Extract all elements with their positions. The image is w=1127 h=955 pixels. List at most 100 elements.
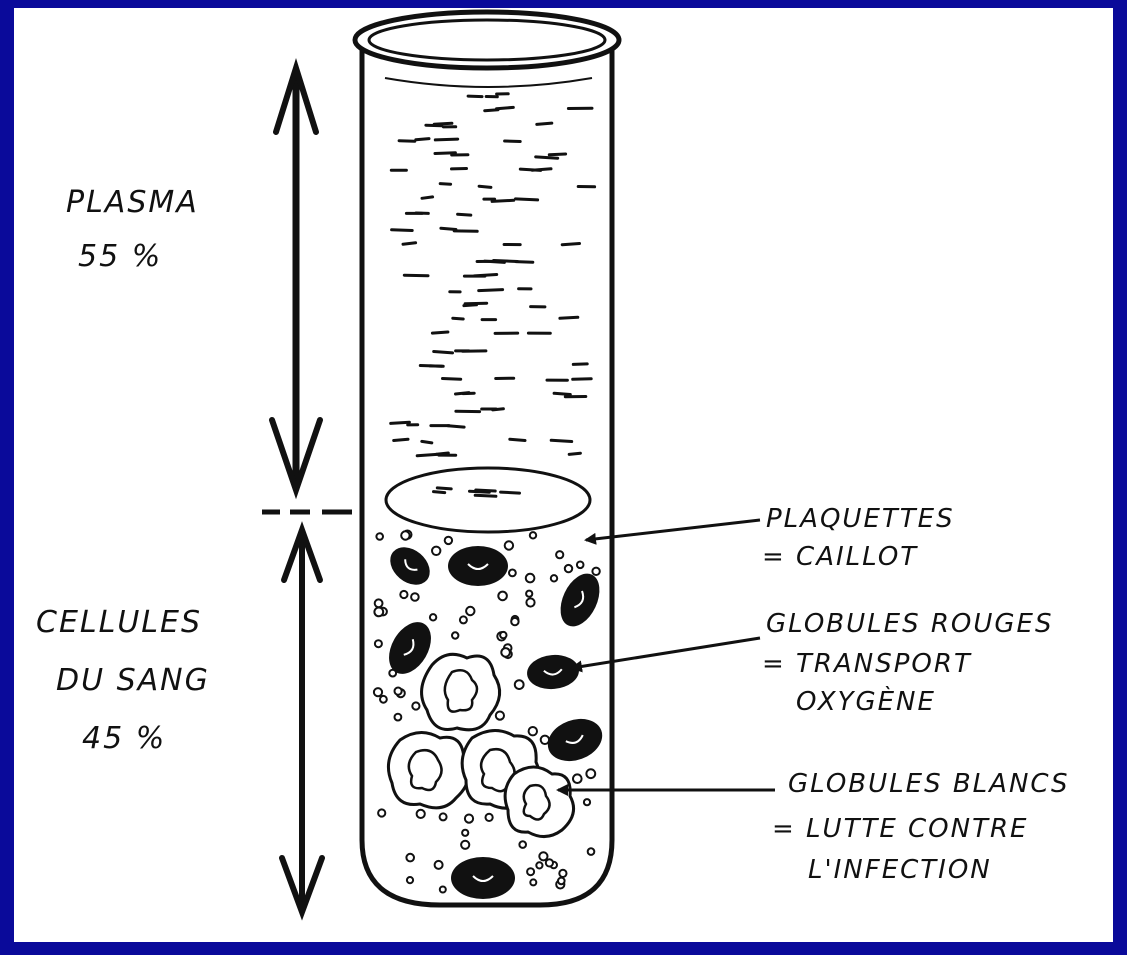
plasma-dash: [420, 366, 443, 367]
plasma-dash: [479, 186, 491, 187]
cells-label-line1: CELLULES: [36, 605, 202, 640]
plasma-dash: [434, 352, 453, 353]
platelet: [461, 841, 469, 849]
plasma-range-arrow: [272, 68, 320, 490]
red-cells-role-line2: OXYGÈNE: [796, 685, 936, 717]
plasma-dash: [432, 332, 448, 333]
red-cell: [451, 857, 515, 899]
platelets-role: = CAILLOT: [762, 542, 918, 572]
platelet: [466, 607, 474, 615]
plasma-dash: [435, 153, 455, 154]
plasma-dash: [458, 214, 471, 215]
platelet: [592, 568, 599, 575]
red-cell: [553, 567, 607, 632]
platelet: [412, 702, 419, 709]
plasma-dash: [497, 107, 514, 108]
plasma-dash: [437, 488, 451, 489]
plasma-boundary: [385, 78, 592, 87]
platelet: [539, 852, 547, 860]
platelet: [374, 608, 383, 617]
plasma-dash: [416, 139, 429, 140]
platelet: [440, 887, 446, 893]
plasma-dash: [434, 492, 445, 493]
platelet: [378, 809, 385, 816]
plasma-dash: [422, 197, 433, 198]
platelet: [380, 696, 387, 703]
plasma-surface: [386, 468, 590, 532]
platelet: [565, 565, 572, 572]
platelet: [584, 799, 590, 805]
plasma-dash: [562, 244, 579, 245]
plasma-dash: [448, 426, 464, 427]
plasma-dash: [505, 141, 521, 142]
plasma-dash: [422, 441, 432, 443]
platelet: [556, 551, 563, 558]
platelet: [551, 575, 557, 581]
plasma-dash: [554, 393, 570, 394]
plasma-dash: [417, 454, 437, 455]
plasma-dash: [474, 275, 496, 276]
platelet: [527, 868, 534, 875]
platelet: [374, 688, 382, 696]
platelet: [559, 870, 566, 877]
cells-label-line2: DU SANG: [56, 663, 210, 698]
platelet: [430, 614, 436, 620]
red-cells-role-line1: = TRANSPORT: [762, 649, 972, 679]
red-cell: [526, 653, 581, 691]
platelet: [558, 878, 565, 885]
plasma-dash: [434, 123, 452, 124]
platelet: [395, 714, 402, 721]
platelet: [486, 814, 493, 821]
plasma-dash: [399, 141, 415, 142]
platelet: [406, 854, 414, 862]
platelet: [526, 598, 534, 606]
red-cell: [448, 546, 508, 586]
platelet: [417, 810, 425, 818]
platelet: [432, 547, 440, 555]
plasma-percent: 55 %: [78, 239, 162, 274]
plasma-dash: [573, 364, 587, 365]
plasma-dash: [391, 422, 410, 423]
platelet: [452, 632, 458, 638]
plasma-dash: [392, 230, 413, 231]
plasma-dash: [479, 290, 503, 291]
platelet: [588, 848, 595, 855]
blood-cells: [374, 531, 608, 900]
plasma-dash: [492, 200, 514, 201]
white-cells-role-line1: = LUTTE CONTRE: [772, 814, 1028, 844]
plasma-dash: [520, 169, 540, 170]
plasma-dash: [510, 439, 525, 440]
platelet: [530, 532, 536, 538]
platelet: [505, 541, 513, 549]
plasma-dash: [403, 243, 416, 244]
platelet: [401, 531, 409, 539]
plasma-dash: [404, 275, 428, 276]
platelet: [515, 680, 524, 689]
platelet: [376, 533, 383, 540]
plasma-dash: [501, 492, 520, 493]
plasma-dash: [537, 123, 552, 124]
platelet: [541, 736, 549, 744]
plasma-dash: [573, 379, 592, 380]
platelet: [546, 859, 553, 866]
cells-percent: 45 %: [82, 721, 166, 756]
plasma-dash: [468, 96, 482, 97]
platelet: [395, 688, 402, 695]
plasma-dash: [569, 453, 580, 454]
white-cells-role-line2: L'INFECTION: [808, 855, 992, 885]
red-cells-title: GLOBULES ROUGES: [766, 609, 1054, 639]
plasma-dash: [440, 184, 450, 185]
platelet: [460, 616, 467, 623]
plasma-dash: [443, 379, 461, 380]
plasma-dash: [536, 157, 558, 158]
platelet: [440, 813, 447, 820]
platelet: [400, 591, 407, 598]
platelet: [519, 841, 526, 848]
white-cell: [422, 654, 500, 730]
platelet: [411, 593, 419, 601]
red-cell: [542, 712, 608, 769]
platelet: [462, 830, 468, 836]
platelet: [511, 618, 518, 625]
red-cell: [383, 540, 437, 593]
